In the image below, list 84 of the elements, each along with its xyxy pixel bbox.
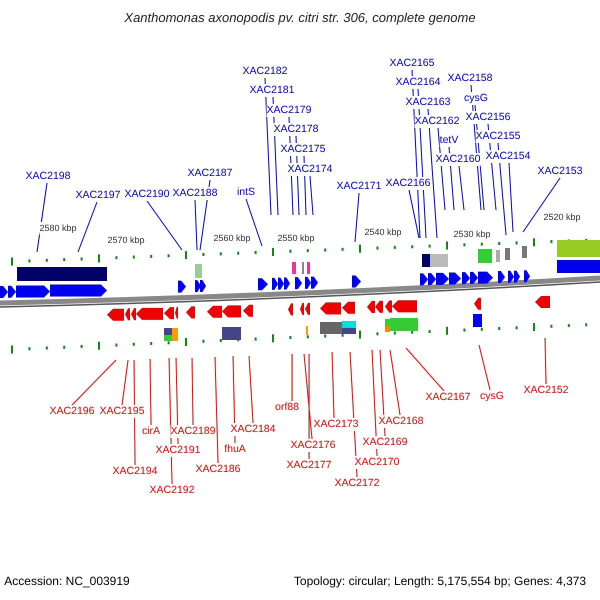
leader-line — [332, 352, 334, 418]
leader-line — [72, 360, 116, 406]
info-text: Accession: NC_003919 — [4, 575, 130, 588]
leader-line — [458, 166, 464, 210]
leader-line — [304, 156, 306, 216]
leader-line — [176, 358, 178, 444]
leader-line — [194, 200, 198, 250]
leader-line — [272, 96, 278, 216]
gene-label: XAC2197 — [76, 189, 120, 202]
gene-label: XAC2195 — [100, 405, 144, 418]
scale-label: 2530 kbp — [453, 228, 491, 241]
leader-line — [232, 356, 236, 444]
leader-line — [150, 358, 152, 426]
leader-line — [508, 162, 514, 232]
gene-label: XAC2187 — [188, 167, 232, 180]
gene-label: XAC2173 — [314, 418, 358, 431]
gene-label: XAC2179 — [266, 104, 312, 117]
gene-label: XAC2188 — [172, 187, 218, 200]
leader-line — [498, 142, 506, 236]
leader-line — [380, 350, 386, 436]
leader-line — [478, 344, 490, 390]
leader-line — [418, 88, 426, 238]
scale-label: 2560 kbp — [213, 232, 251, 245]
leader-line — [544, 338, 546, 384]
leader-line — [438, 128, 446, 210]
leader-line — [122, 360, 128, 406]
leader-line — [214, 356, 218, 464]
leader-line — [372, 350, 378, 456]
leader-line — [192, 358, 194, 426]
leader-line — [134, 360, 136, 466]
gene-label: XAC2160 — [436, 153, 480, 166]
gene-label: XAC2169 — [362, 436, 408, 449]
leader-line — [354, 192, 360, 242]
leader-line — [200, 180, 210, 250]
leader-line — [78, 202, 98, 252]
gene-label: intS — [236, 186, 256, 199]
gene-label: XAC2181 — [250, 84, 294, 97]
leader-line — [310, 176, 314, 216]
gene-label: XAC2174 — [288, 163, 332, 176]
leader-line — [522, 178, 560, 232]
leader-line — [246, 198, 262, 246]
leader-line — [304, 354, 312, 440]
leader-line — [406, 348, 444, 392]
gene-label: XAC2154 — [486, 150, 530, 163]
gene-label: XAC2162 — [414, 115, 460, 128]
gene-label: XAC2189 — [170, 425, 216, 438]
leader-line — [308, 354, 310, 460]
leader-line — [428, 108, 438, 238]
leader-line — [248, 356, 254, 424]
gene-label: XAC2176 — [290, 439, 336, 452]
gene-label: XAC2190 — [124, 188, 170, 201]
leader-line — [448, 146, 454, 210]
leader-line — [350, 352, 358, 478]
leader-line — [36, 182, 48, 252]
leader-line — [488, 124, 496, 210]
leader-line — [168, 358, 172, 484]
scale-label: 2570 kbp — [107, 234, 145, 247]
info-text: Topology: circular; Length: 5,175,554 bp; Genes: 4,373 — [294, 575, 586, 588]
gene-label: XAC2164 — [396, 76, 440, 89]
gene-label: XAC2170 — [354, 456, 400, 469]
leader-line — [390, 350, 400, 416]
leader-line — [412, 70, 420, 238]
gene-label: cysG — [480, 390, 504, 403]
gene-label: XAC2168 — [378, 415, 424, 428]
gene-label: XAC2198 — [26, 170, 70, 183]
leader-line — [264, 78, 272, 216]
title: Xanthomonas axonopodis pv. citri str. 306, complete genome — [124, 11, 476, 24]
gene-label: XAC2175 — [280, 143, 326, 156]
gene-label: XAC2178 — [274, 123, 318, 136]
leader-line — [408, 190, 420, 238]
scale-label: 2580 kbp — [39, 222, 77, 235]
gene-label: XAC2163 — [406, 96, 450, 109]
gene-label: XAC2156 — [466, 111, 510, 124]
gene-label: XAC2184 — [230, 423, 276, 436]
scale-label: 2520 kbp — [543, 211, 581, 224]
gene-label: XAC2155 — [476, 130, 520, 143]
gene-label: XAC2166 — [386, 177, 430, 190]
gene-label: XAC2153 — [538, 165, 582, 178]
scale-label: 2550 kbp — [277, 232, 315, 245]
gene-label: XAC2191 — [156, 444, 200, 457]
gene-label: cysG — [464, 92, 488, 105]
leader-line — [146, 200, 182, 250]
scale-label: 2540 kbp — [364, 226, 402, 239]
gene-label: tetV — [440, 134, 458, 147]
